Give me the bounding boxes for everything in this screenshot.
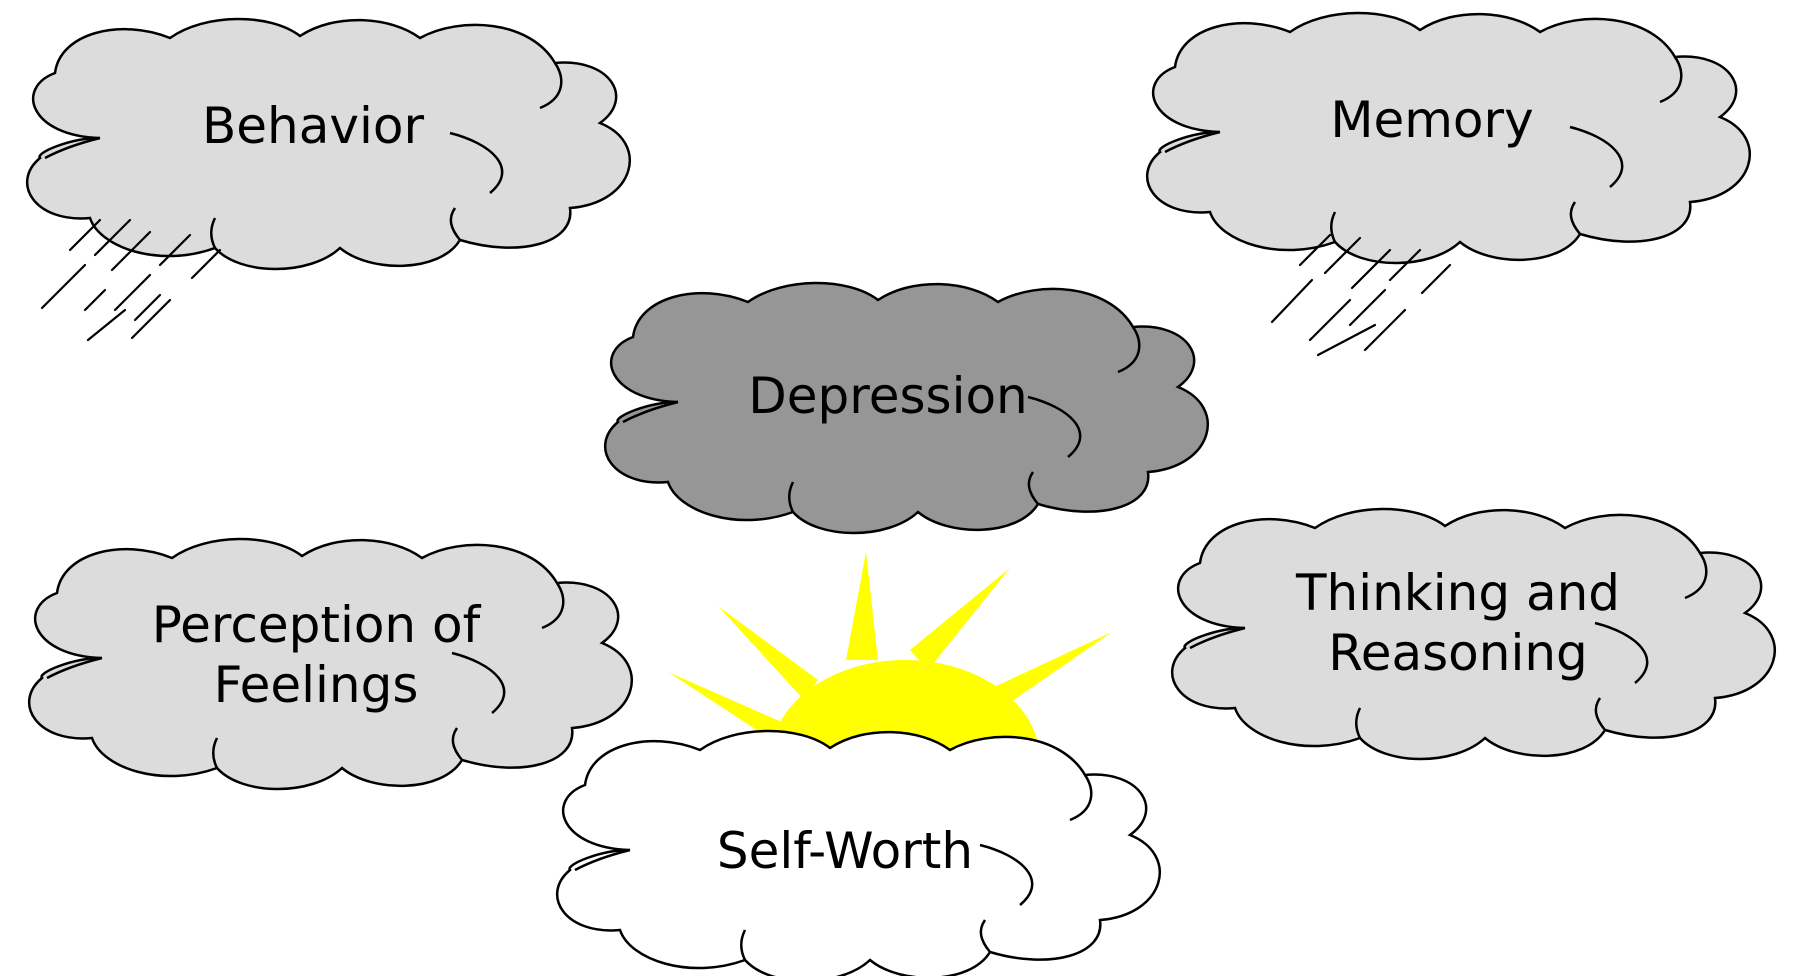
cloud-label-thinking-line2: Reasoning (1328, 624, 1588, 682)
cloud-memory: Memory (1145, 11, 1752, 357)
sun-ray (668, 672, 786, 744)
cloud-depression: Depression (603, 281, 1210, 535)
sun-ray (846, 552, 878, 660)
sun-ray (910, 568, 1010, 670)
cloud-label-memory: Memory (1330, 91, 1533, 149)
cloud-perception-of-feelings: Perception of Feelings (27, 537, 634, 791)
sun-ray (718, 606, 818, 700)
rain-icon (40, 218, 222, 342)
cloud-label-thinking-line1: Thinking and (1295, 564, 1620, 622)
cloud-label-perception-line1: Perception of (152, 596, 482, 654)
cloud-behavior: Behavior (25, 17, 632, 342)
cloud-label-behavior: Behavior (202, 97, 424, 155)
cloud-self-worth: Self-Worth (555, 729, 1162, 976)
cloud-label-self-worth: Self-Worth (717, 822, 973, 880)
rain-icon (1270, 233, 1452, 357)
cloud-label-perception-line2: Feelings (214, 656, 419, 714)
cloud-thinking-and-reasoning: Thinking and Reasoning (1170, 507, 1777, 761)
cloud-label-depression: Depression (748, 367, 1028, 425)
sun-ray (992, 632, 1112, 708)
